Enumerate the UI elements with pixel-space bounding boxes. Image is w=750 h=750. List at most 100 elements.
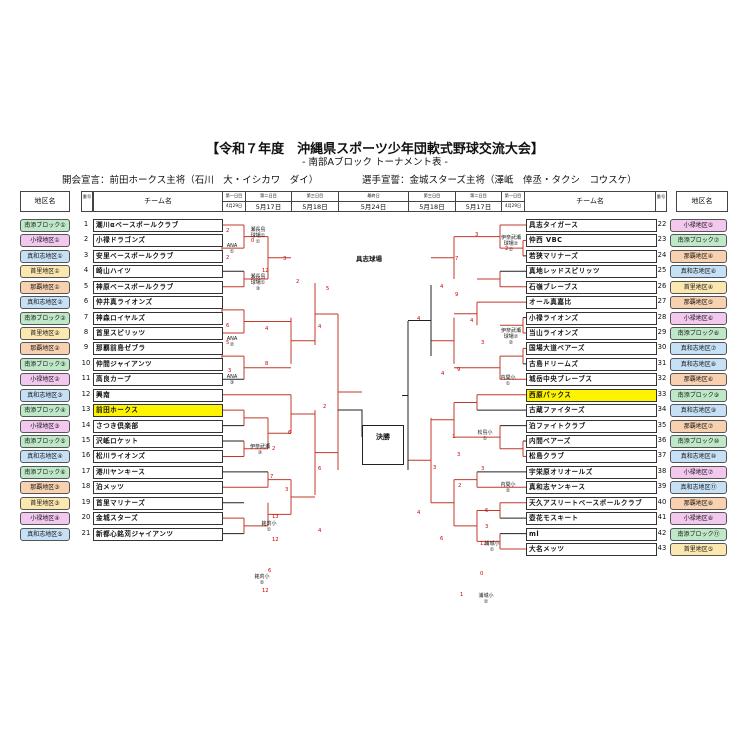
score-label: 7 [455,256,458,262]
region-tag: 真和志地区⑪ [670,481,727,495]
score-label: 0 [480,571,483,577]
team-name: 泊メッツ [93,481,223,495]
team-name: さつき倶楽部 [93,419,223,433]
region-tag: 南添ブロック⑨ [670,388,727,402]
team-name: 仲西 VBC [526,234,657,248]
team-number: 42 [657,528,667,537]
score-label: 7 [270,474,273,480]
game-venue-box: ANA ① [226,243,238,255]
region-tag: 真和志地区② [20,296,70,310]
number-header-right: 番号 [655,191,667,212]
team-name: オール真嘉比 [526,296,657,310]
team-number: 13 [81,405,91,414]
team-name: 内間ベアーズ [526,435,657,449]
region-tag: 南添ブロック⑧ [670,327,727,340]
score-label: 9 [457,367,460,373]
region-tag: 那覇地区⑧ [670,496,727,510]
team-number: 38 [657,466,667,475]
final-match-box: 決勝 [362,425,404,465]
team-name: 那覇前島ゼブラ [93,342,223,356]
score-label: 3 [475,232,478,238]
region-tag: 那覇地区① [20,280,70,294]
team-name: 大名メッツ [526,543,657,557]
team-name: 石嶺ブレーブス [526,280,657,294]
region-tag: 南添ブロック④ [20,404,70,418]
team-number: 43 [657,544,667,553]
score-label: 12 [262,268,269,274]
team-number: 4 [83,266,89,275]
team-number: 29 [657,328,667,336]
region-tag: 南添ブロック③ [20,357,70,371]
team-name: 仲間ジャイアンツ [93,357,223,371]
team-name: 古島ドリームズ [526,357,657,371]
region-tag: 首里地区③ [20,496,70,510]
region-tag: 南添ブロック② [20,311,70,325]
team-name: 前田ホークス [93,404,223,418]
game-venue-box: 銘苅小 ② [254,574,270,586]
score-label: 3 [228,368,231,374]
game-venue-box: 銘苅小 ① [261,521,277,533]
score-label: 12 [480,541,487,547]
team-name: 小禄ドラゴンズ [93,234,223,248]
team-number: 7 [83,312,89,321]
score-label: 6 [268,568,271,574]
region-tag: 小禄地区② [20,373,70,387]
score-label: 3 [481,466,484,472]
team-number: 6 [83,297,89,306]
score-label: 6 [288,430,291,436]
player-oath: 選手宣誓：金城スターズ主将（澤岻 倖丞・タクシ コウスケ） [362,175,637,186]
region-tag: 首里地区④ [670,280,727,294]
region-tag: 首里地区① [20,265,70,279]
game-venue-box: 瀬長島 球場① ① [250,227,266,245]
region-tag: 首里地区⑤ [670,543,727,557]
region-tag: 真和志地区⑨ [670,404,727,418]
bracket-line [338,409,363,437]
score-label: 2 [323,404,326,410]
team-name: 若狭マリナーズ [526,249,657,263]
team-number: 32 [657,374,667,383]
score-label: 9 [455,292,458,298]
region-header-left: 地区名 [20,191,70,212]
team-number: 19 [81,497,91,506]
team-name: 高良カープ [93,373,223,387]
team-number: 22 [657,220,667,228]
region-tag: 真和志地区④ [20,450,70,464]
team-name: 仲井真ライオンズ [93,296,223,310]
region-tag: 小禄地区⑤ [670,219,727,232]
team-number: 11 [81,374,91,383]
score-label: 3 [285,487,288,493]
team-number: 9 [83,343,89,352]
team-name: 当山ライオンズ [526,327,657,340]
number-header-left: 番号 [81,191,93,212]
game-venue-box: 伊奈武瀬 球場② ① [500,235,521,253]
team-name: 真和志ヤンキース [526,481,657,495]
game-venue-box: 瀬長島 球場① ③ [250,274,266,292]
team-name: 首里スピリッツ [93,327,223,340]
region-tag: 南添ブロック⑩ [670,435,727,449]
region-tag: 小禄地区① [20,234,70,248]
score-label: 3 [481,340,484,346]
region-tag: 南添ブロック⑪ [670,527,727,541]
page-subtitle: - 南部Aブロック トーナメント表 - [302,157,448,168]
region-tag: 那覇地区⑥ [670,373,727,387]
region-tag: 真和志地区⑩ [670,450,727,464]
team-number: 15 [81,436,91,445]
score-label: 13 [272,514,279,520]
region-tag: 南添ブロック⑥ [20,465,70,479]
team-number: 12 [81,389,91,398]
team-name: 神森ロイヤルズ [93,311,223,325]
region-tag: 那覇地区④ [670,249,727,263]
team-number: 28 [657,312,667,321]
score-label: 2 [226,255,229,261]
team-number: 2 [83,235,89,244]
region-tag: 小禄地区⑥ [670,311,727,325]
region-tag: 南添ブロック① [20,219,70,232]
team-name: 国場大道ベアーズ [526,342,657,356]
team-number: 5 [83,281,89,290]
region-tag: 真和志地区⑥ [670,265,727,279]
score-label: 1 [460,592,463,598]
region-tag: 首里地区② [20,327,70,340]
team-name: 松川ライオンズ [93,450,223,464]
score-label: 4 [441,371,445,377]
score-label: 2 [272,446,275,452]
